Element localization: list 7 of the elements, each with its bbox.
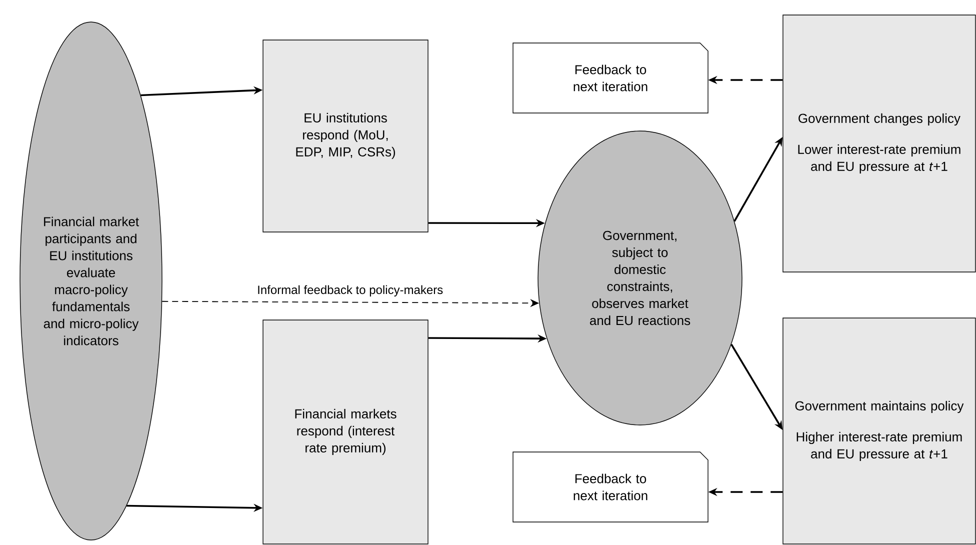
process-box: Government changes policy Lower interest-rate premium and EU pressure at t+1	[782, 14, 976, 272]
note-box: Feedback to next iteration	[512, 452, 708, 522]
process-box: Government maintains policy Higher interest-rate premium and EU pressure at t+1	[782, 318, 976, 544]
note-box: Feedback to next iteration	[512, 42, 708, 114]
process-box: EU institutions respond (MoU, EDP, MIP, CSRs)	[262, 40, 428, 232]
process-box: Financial markets respond (interest rate premium)	[262, 320, 428, 544]
edge-label: Informal feedback to policy-makers	[258, 285, 443, 296]
